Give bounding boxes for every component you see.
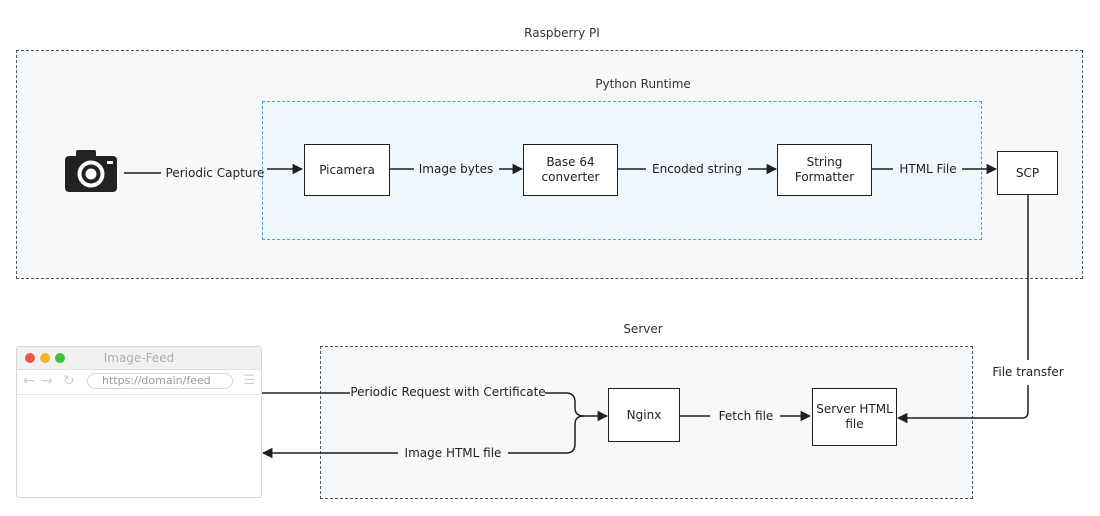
file-transfer-label: File transfer — [992, 365, 1064, 379]
browser-titlebar: Image-Feed — [17, 347, 261, 370]
picamera-label: Picamera — [319, 162, 375, 177]
string-formatter-label: String Formatter — [794, 155, 855, 184]
html-file-label: HTML File — [899, 162, 957, 176]
nginx-node: Nginx — [608, 388, 680, 442]
back-arrow-icon[interactable]: ← — [23, 373, 35, 389]
string-formatter-node: String Formatter — [777, 144, 872, 196]
scp-node: SCP — [997, 151, 1058, 195]
periodic-request-label: Periodic Request with Certificate — [350, 385, 546, 399]
picamera-node: Picamera — [304, 144, 390, 196]
raspberry-pi-label: Raspberry PI — [524, 26, 600, 40]
edge-response — [508, 415, 585, 454]
base64-converter-node: Base 64 converter — [523, 144, 618, 196]
close-dot-icon[interactable] — [25, 353, 35, 363]
minimize-dot-icon[interactable] — [40, 353, 50, 363]
image-html-file-label: Image HTML file — [404, 446, 502, 460]
encoded-string-label: Encoded string — [651, 162, 743, 176]
reload-icon[interactable]: ↻ — [63, 373, 75, 389]
camera-icon — [65, 150, 117, 192]
periodic-capture-label: Periodic Capture — [165, 166, 265, 180]
browser-toolbar: ← → ↻ https://domain/feed ☰ — [17, 370, 261, 395]
browser-window: Image-Feed ← → ↻ https://domain/feed ☰ — [16, 346, 262, 498]
edge-request-2 — [545, 392, 609, 422]
server-html-label: Server HTML file — [816, 402, 893, 431]
fetch-file-label: Fetch file — [718, 409, 774, 423]
edge-scp-serverhtml-2 — [896, 385, 1029, 424]
forward-arrow-icon[interactable]: → — [41, 373, 53, 389]
maximize-dot-icon[interactable] — [55, 353, 65, 363]
address-bar[interactable]: https://domain/feed — [87, 373, 233, 389]
server-html-node: Server HTML file — [812, 388, 897, 446]
nginx-label: Nginx — [626, 407, 662, 422]
server-label: Server — [623, 322, 663, 336]
menu-icon[interactable]: ☰ — [243, 373, 255, 388]
browser-title: Image-Feed — [103, 351, 175, 365]
scp-label: SCP — [1015, 165, 1040, 180]
python-runtime-label: Python Runtime — [595, 77, 691, 91]
image-bytes-label: Image bytes — [418, 162, 494, 176]
base64-converter-label: Base 64 converter — [541, 155, 600, 184]
